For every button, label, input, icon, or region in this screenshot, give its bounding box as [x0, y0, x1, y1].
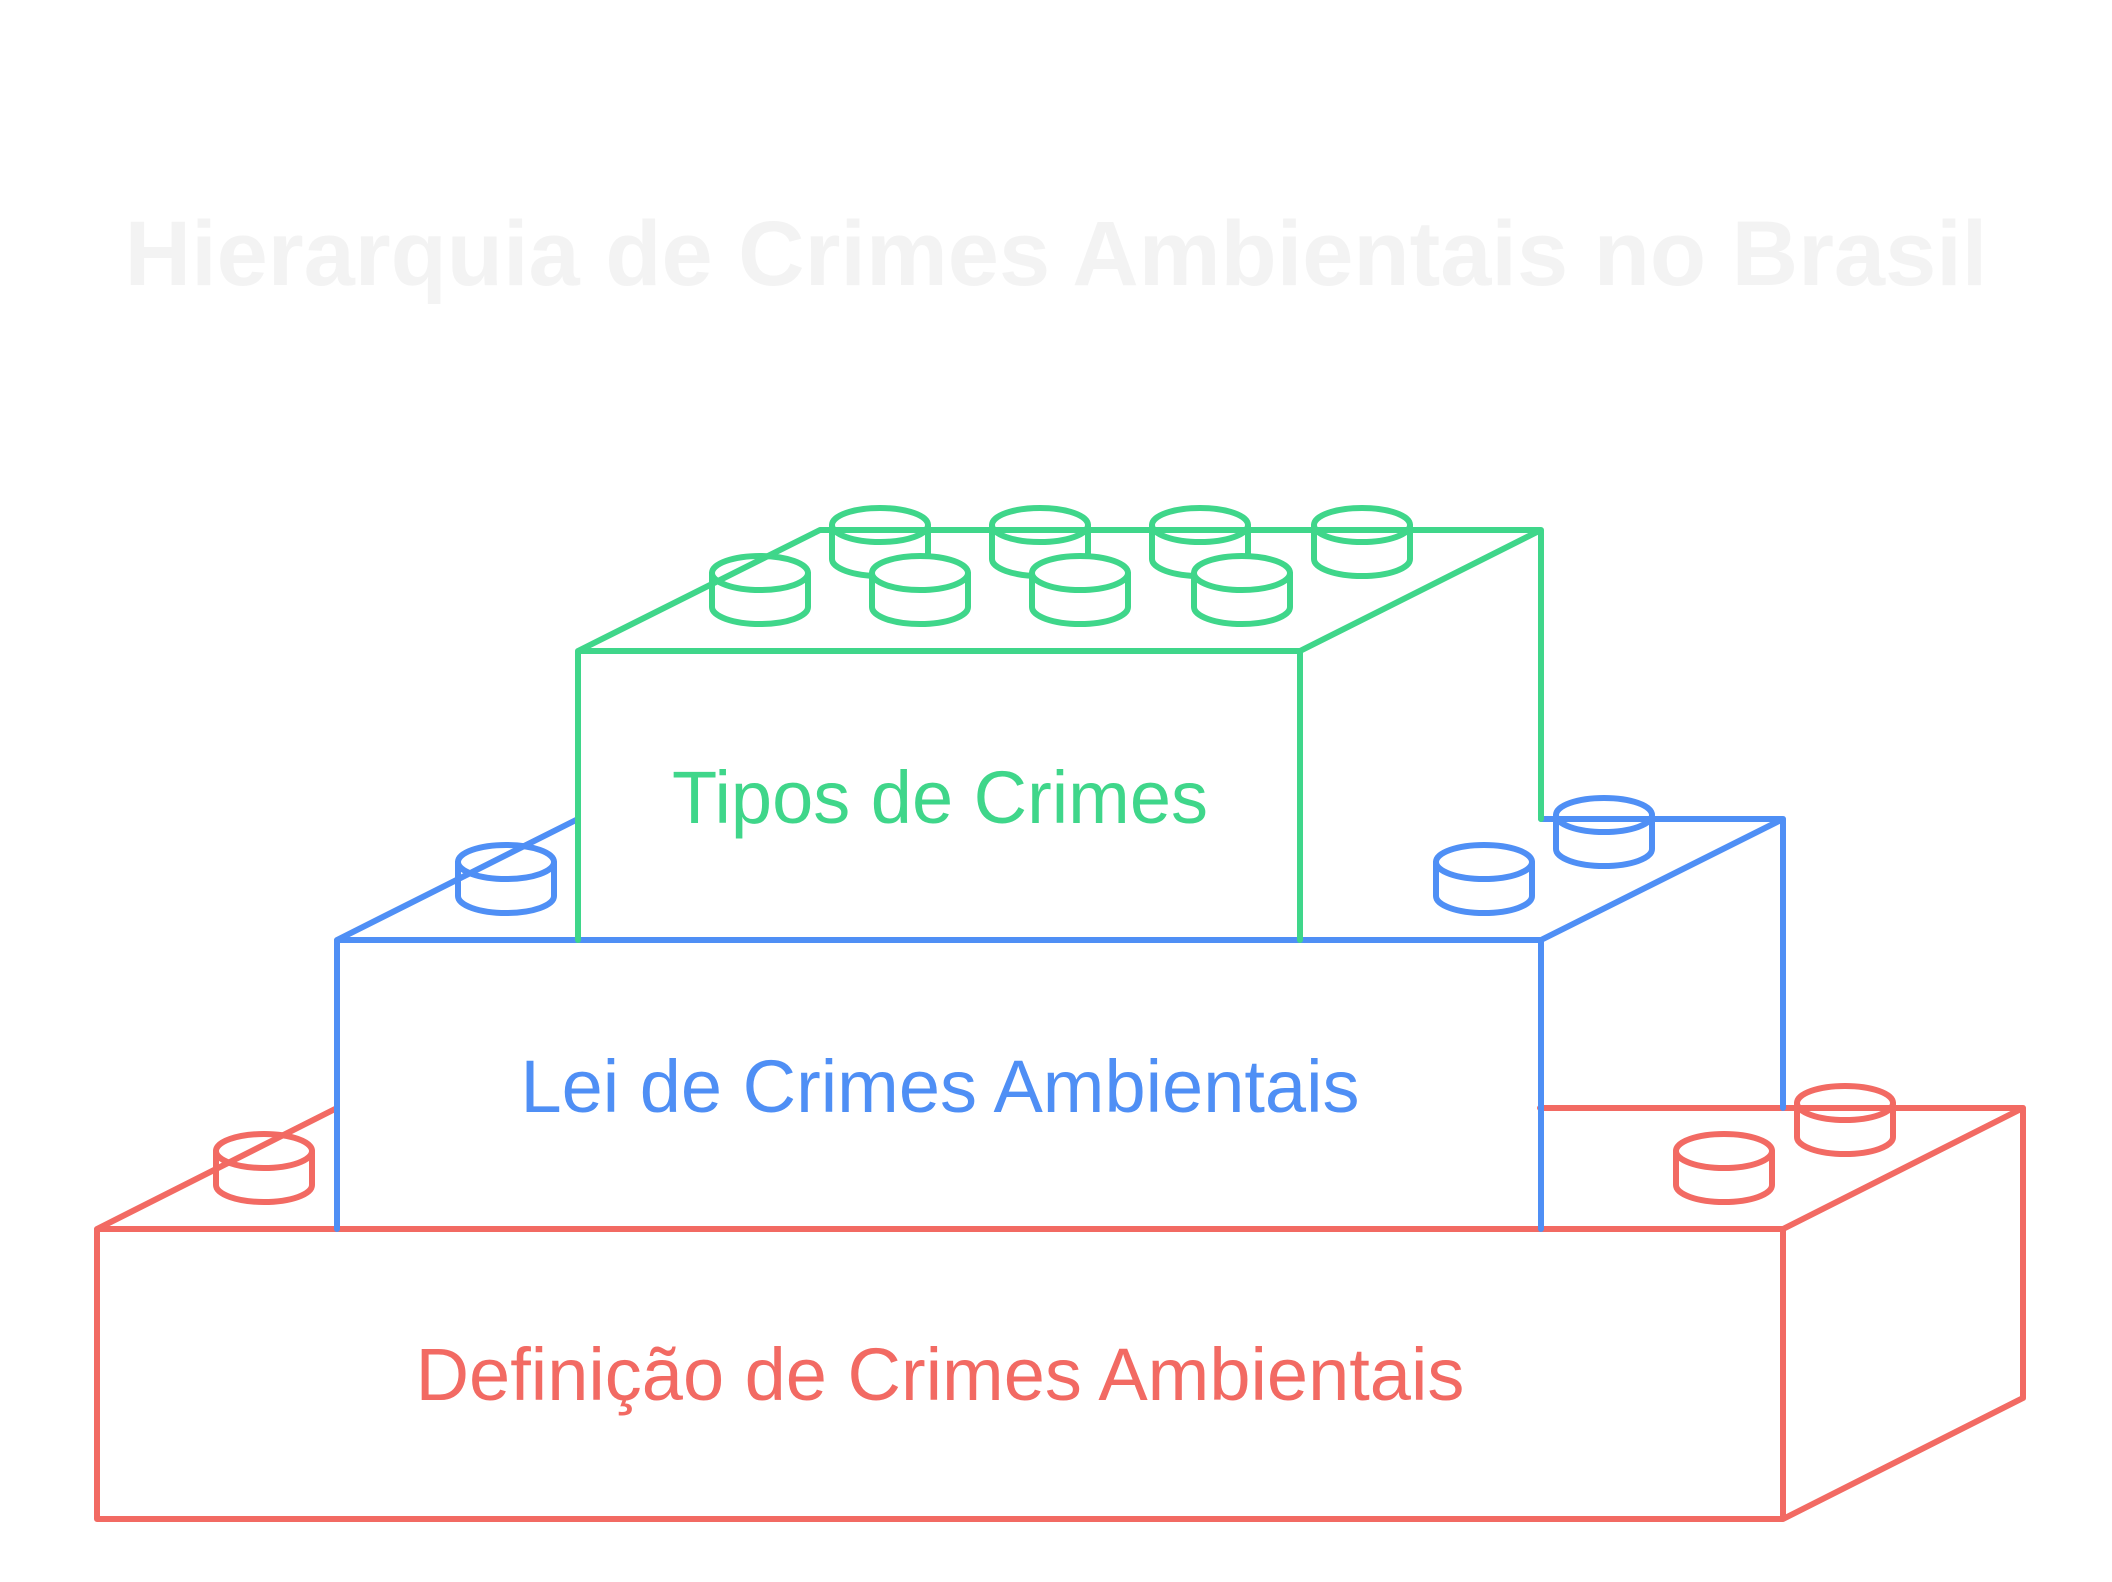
block-definicao: Definição de Crimes Ambientais — [94, 1083, 2026, 1522]
stud-icon — [869, 553, 971, 627]
block-definicao-outline — [94, 1105, 2026, 1522]
stud-icon — [1311, 505, 1413, 579]
stud-icon — [1553, 795, 1655, 869]
block-definicao-label: Definição de Crimes Ambientais — [416, 1333, 1465, 1416]
diagram-title: Hierarquia de Crimes Ambientais no Brasi… — [125, 203, 1988, 305]
stud-icon — [1191, 553, 1293, 627]
block-definicao-studs — [213, 1083, 1896, 1205]
block-tipos-studs — [709, 505, 1413, 627]
block-tipos-label: Tipos de Crimes — [672, 756, 1208, 839]
block-tipos-outline — [575, 527, 1544, 943]
block-lei-outline — [334, 816, 1786, 1232]
stud-icon — [1029, 553, 1131, 627]
stud-icon — [213, 1131, 315, 1205]
stud-icon — [1673, 1131, 1775, 1205]
stud-icon — [1794, 1083, 1896, 1157]
block-lei-label: Lei de Crimes Ambientais — [520, 1045, 1359, 1128]
block-lei: Lei de Crimes Ambientais — [334, 795, 1786, 1232]
block-tipos: Tipos de Crimes — [575, 505, 1544, 943]
stud-icon — [709, 553, 811, 627]
stud-icon — [1433, 842, 1535, 916]
